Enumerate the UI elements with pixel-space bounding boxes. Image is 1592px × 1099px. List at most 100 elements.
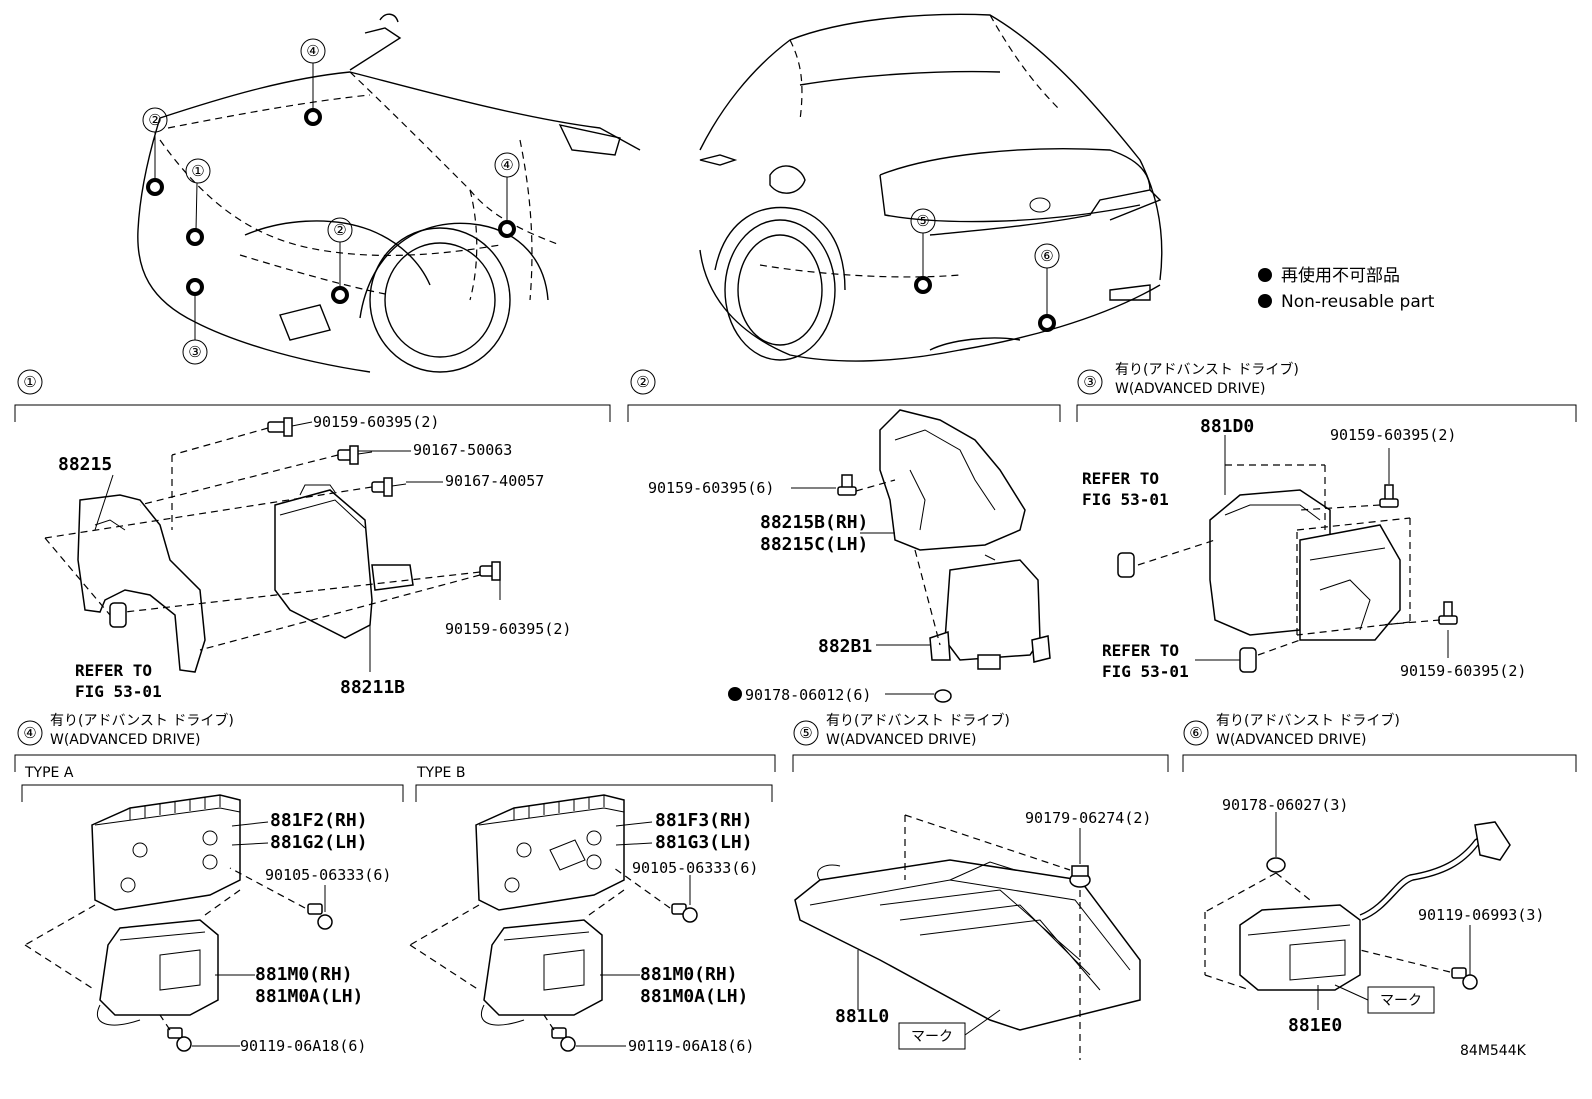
svg-text:③: ③: [1083, 373, 1096, 391]
part-label: 881D0: [1200, 416, 1254, 437]
part-label: 90105-06333(6): [632, 859, 758, 877]
car-marker-4a: ④: [300, 38, 326, 64]
part-label: 90167-50063: [413, 441, 512, 459]
part-label: 881G2(LH): [270, 832, 368, 853]
svg-text:④: ④: [23, 724, 36, 742]
part-label: 88215B(RH): [760, 512, 868, 533]
bolt-icon: [1379, 484, 1399, 508]
section-5-condition-en: W(ADVANCED DRIVE): [826, 732, 977, 748]
svg-text:⑥: ⑥: [1040, 247, 1053, 265]
car-marker-3: ③: [182, 339, 208, 365]
part-label: 881M0A(LH): [640, 986, 748, 1007]
nut-icon: [1069, 865, 1091, 888]
marker-dot-1: [186, 228, 204, 246]
section-3-marker: ③: [1077, 369, 1103, 395]
non-reusable-dot-icon: [728, 687, 742, 701]
car-marker-5: ⑤: [910, 208, 936, 234]
part-label: 90159-60395(2): [1330, 426, 1456, 444]
car-marker-2a: ②: [142, 107, 168, 133]
part-label: 881M0A(LH): [255, 986, 363, 1007]
part-label: 881E0: [1288, 1015, 1342, 1036]
legend: 再使用不可部品 Non-reusable part: [1258, 265, 1435, 312]
part-label: 88215: [58, 454, 112, 475]
nut-icon: [1266, 857, 1286, 873]
section-2: ② 90159-60395(6) 88215B(RH) 88215C(LH) 8…: [627, 369, 1061, 704]
section-4-condition-jp: 有り(アドバンスト ドライブ): [50, 712, 234, 729]
bolt-icon: [1451, 967, 1478, 990]
car-marker-6: ⑥: [1034, 243, 1060, 269]
marker-dot-3: [186, 278, 204, 296]
part-label: 90159-60395(2): [445, 620, 571, 638]
car-marker-4b: ④: [494, 152, 520, 178]
reference-label: FIG 53-01: [1082, 490, 1169, 509]
part-label: 90167-40057: [445, 472, 544, 490]
section-6-marker: ⑥: [1183, 720, 1209, 746]
part-label: 881M0(RH): [640, 964, 738, 985]
part-label: 90159-60395(2): [1400, 662, 1526, 680]
marker-dot-6: [1038, 314, 1056, 332]
section-4-marker: ④: [17, 720, 43, 746]
svg-text:⑤: ⑤: [916, 212, 929, 230]
svg-text:⑥: ⑥: [1189, 724, 1202, 742]
bolt-icon: [671, 903, 698, 923]
part-label: 90105-06333(6): [265, 866, 391, 884]
part-label: 90178-06012(6): [745, 686, 871, 704]
type-b-label: TYPE B: [416, 765, 465, 781]
marker-dot-2a: [146, 178, 164, 196]
bolt-icon: [551, 1027, 576, 1052]
reference-label: FIG 53-01: [1102, 662, 1189, 681]
part-label: 90179-06274(2): [1025, 809, 1151, 827]
svg-text:⑤: ⑤: [799, 724, 812, 742]
bolt-icon: [307, 903, 333, 930]
part-label: 88215C(LH): [760, 534, 868, 555]
svg-text:①: ①: [191, 162, 204, 180]
car-marker-2b: ②: [327, 217, 353, 243]
front-car-view: ② ① ② ③ ④ ④: [137, 13, 641, 373]
mark-box: [1367, 986, 1435, 1014]
section-6: ⑥ 有り(アドバンスト ドライブ) W(ADVANCED DRIVE) マーク …: [1182, 712, 1577, 1036]
reference-label: FIG 53-01: [75, 682, 162, 701]
part-label: 90159-60395(2): [313, 413, 439, 431]
section-1-marker: ①: [17, 369, 43, 395]
marker-dot-4b: [498, 220, 516, 238]
section-1: ① 90159-60395(2) 90167-50063 90167-40057: [14, 369, 611, 701]
mark-box: [898, 1022, 966, 1050]
part-label: 882B1: [818, 636, 872, 657]
section-3-condition-jp: 有り(アドバンスト ドライブ): [1115, 361, 1299, 378]
svg-text:②: ②: [148, 111, 161, 129]
marker-dot-5: [914, 276, 932, 294]
svg-text:②: ②: [333, 221, 346, 239]
bolt-icon: [479, 561, 501, 581]
section-3: ③ 有り(アドバンスト ドライブ) W(ADVANCED DRIVE) 881D…: [1076, 361, 1577, 681]
legend-jp: 再使用不可部品: [1281, 265, 1400, 286]
section-4-condition-en: W(ADVANCED DRIVE): [50, 732, 201, 748]
bolt-icon: [837, 474, 857, 496]
mark-label: マーク: [1380, 993, 1422, 1009]
section-6-condition-en: W(ADVANCED DRIVE): [1216, 732, 1367, 748]
rear-car-view: ⑤ ⑥: [699, 13, 1163, 362]
part-label: 88211B: [340, 677, 405, 698]
part-label: 881F3(RH): [655, 810, 753, 831]
bolt-icon: [267, 417, 293, 437]
section-6-condition-jp: 有り(アドバンスト ドライブ): [1216, 712, 1400, 729]
mark-label: マーク: [911, 1029, 953, 1045]
figure-code: 84M544K: [1460, 1043, 1527, 1059]
bolt-icon: [337, 445, 359, 465]
marker-dot-2b: [331, 286, 349, 304]
reference-label: REFER TO: [1082, 469, 1159, 488]
marker-dot-4a: [304, 108, 322, 126]
car-marker-1: ①: [185, 158, 211, 184]
reference-label: REFER TO: [1102, 641, 1179, 660]
section-2-marker: ②: [630, 369, 656, 395]
part-label: 881G3(LH): [655, 832, 753, 853]
type-a-label: TYPE A: [24, 765, 74, 781]
legend-en: Non-reusable part: [1281, 292, 1435, 312]
bolt-icon: [167, 1027, 192, 1052]
nut-icon: [934, 689, 952, 703]
part-label: 90119-06993(3): [1418, 906, 1544, 924]
bolt-icon: [1438, 601, 1458, 625]
svg-text:④: ④: [500, 156, 513, 174]
part-label: 90119-06A18(6): [628, 1037, 754, 1055]
section-5-condition-jp: 有り(アドバンスト ドライブ): [826, 712, 1010, 729]
